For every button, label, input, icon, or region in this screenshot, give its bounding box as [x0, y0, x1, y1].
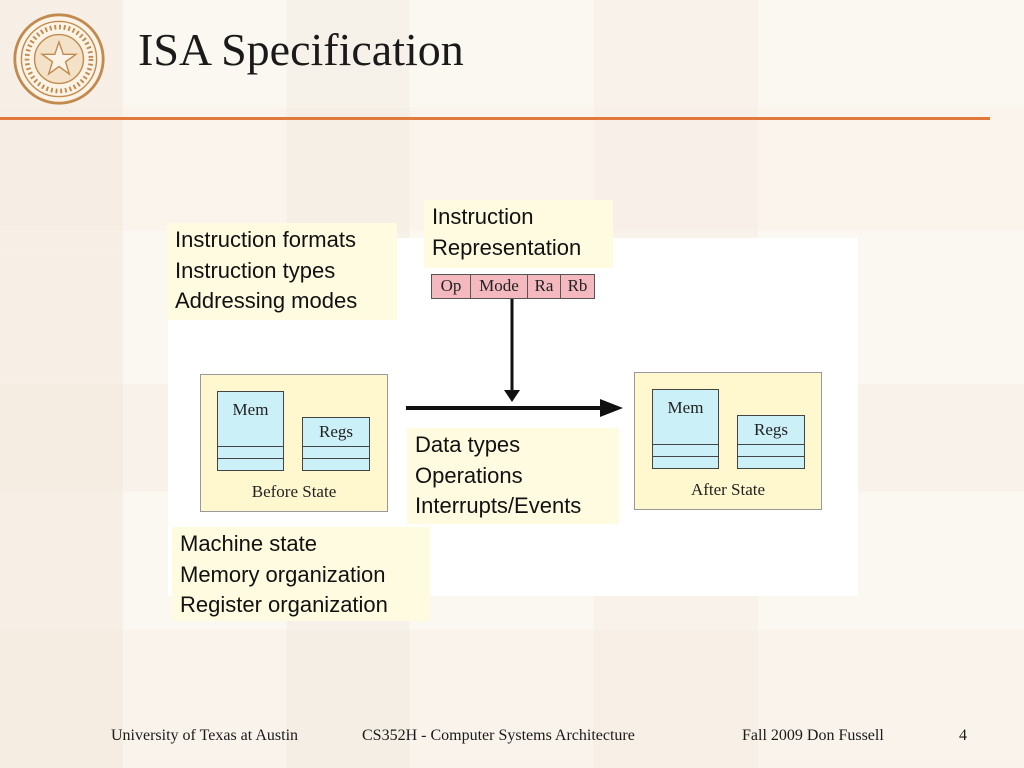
divider — [218, 446, 283, 447]
label-line: Machine state — [180, 531, 317, 556]
label-line: Instruction — [432, 204, 534, 229]
label-line: Representation — [432, 234, 582, 260]
registers-block: Regs — [737, 415, 805, 469]
before-state-box: Mem Regs Before State — [200, 374, 388, 512]
footer-course: CS352H - Computer Systems Architecture — [362, 727, 635, 744]
slide-footer: University of Texas at Austin CS352H - C… — [0, 726, 1024, 746]
state-caption: After State — [690, 480, 766, 499]
memory-label: Mem — [667, 398, 704, 417]
label-line: Data types — [415, 432, 521, 457]
divider — [303, 458, 369, 459]
page-number: 4 — [959, 727, 967, 744]
registers-block: Regs — [302, 417, 370, 471]
data-types-box: Data types Operations Interrupts/Events — [407, 428, 619, 524]
format-field-mode: Mode — [471, 275, 528, 298]
footer-term-author: Fall 2009 Don Fussell — [742, 727, 884, 744]
registers-label: Regs — [319, 422, 353, 441]
memory-block: Mem — [217, 391, 284, 471]
instruction-representation-box: Instruction Representation — [424, 200, 613, 268]
label-line: Memory organization — [180, 561, 386, 587]
state-caption: Before State — [251, 482, 337, 501]
university-seal-icon — [13, 13, 105, 105]
divider — [653, 456, 718, 457]
format-field-op: Op — [432, 275, 471, 298]
memory-label: Mem — [232, 400, 269, 419]
label-line: Operations — [415, 462, 523, 488]
after-state-box: Mem Regs After State — [634, 372, 822, 510]
divider — [738, 456, 804, 457]
label-line: Instruction types — [175, 257, 336, 283]
divider — [218, 458, 283, 459]
label-line: Instruction formats — [175, 227, 356, 252]
instruction-format-strip: Op Mode Ra Rb — [431, 274, 595, 299]
title-divider — [0, 117, 990, 120]
format-field-rb: Rb — [567, 276, 588, 295]
footer-university: University of Texas at Austin — [111, 727, 299, 744]
machine-state-box: Machine state Memory organization Regist… — [172, 527, 430, 621]
registers-label: Regs — [754, 420, 788, 439]
format-field-ra: Ra — [528, 275, 561, 298]
memory-block: Mem — [652, 389, 719, 469]
instruction-formats-box: Instruction formats Instruction types Ad… — [167, 223, 397, 320]
divider — [653, 444, 718, 445]
label-line: Addressing modes — [175, 288, 358, 313]
divider — [738, 444, 804, 445]
slide-title: ISA Specification — [138, 24, 464, 75]
label-line: Register organization — [180, 592, 388, 617]
label-line: Interrupts/Events — [415, 493, 582, 518]
divider — [303, 446, 369, 447]
